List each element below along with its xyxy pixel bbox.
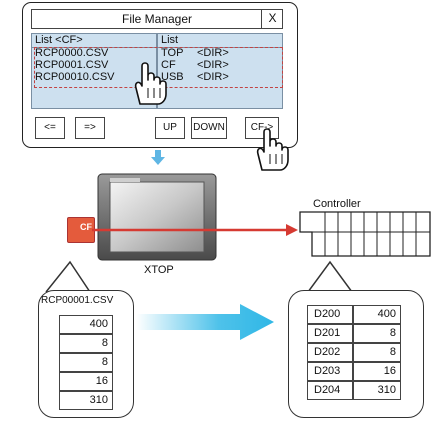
dir-tag: <DIR> [197, 47, 229, 59]
dir-tag: <DIR> [197, 71, 229, 83]
list-item[interactable]: RCP0001.CSV [35, 59, 109, 71]
register-value: 16 [353, 362, 401, 381]
xtop-device [97, 173, 217, 261]
copy-arrow [136, 304, 274, 340]
register-address: D200 [307, 305, 353, 324]
file-manager-window: File Manager X List <CF> RCP0000.CSV RCP… [22, 2, 298, 148]
register-address: D203 [307, 362, 353, 381]
down-arrow-icon [151, 150, 165, 165]
recipe-value-cell: 8 [59, 353, 113, 372]
list-item[interactable]: RCP00010.CSV [35, 71, 115, 83]
next-page-button[interactable]: => [75, 117, 105, 139]
controller-icon [299, 211, 431, 257]
directory-list: List TOP <DIR> CF <DIR> USB <DIR> [157, 33, 283, 109]
recipe-filename: RCP00001.CSV [41, 295, 114, 306]
list-item[interactable]: CF <DIR> [158, 60, 282, 72]
prev-page-button[interactable]: <= [35, 117, 65, 139]
register-address: D202 [307, 343, 353, 362]
xtop-label: XTOP [144, 264, 174, 276]
dir-name: TOP [161, 47, 184, 59]
register-address: D201 [307, 324, 353, 343]
dir-name: USB [161, 71, 184, 83]
controller-label: Controller [313, 198, 361, 210]
hand-pointer-icon [134, 62, 167, 105]
register-value: 310 [353, 381, 401, 400]
register-address: D204 [307, 381, 353, 400]
dir-tag: <DIR> [197, 59, 229, 71]
register-value: 8 [353, 343, 401, 362]
register-value: 400 [353, 305, 401, 324]
recipe-file-bubble: RCP00001.CSV 400 8 8 16 310 [38, 290, 134, 418]
directory-list-header: List [158, 34, 282, 48]
transfer-arrow [92, 224, 298, 236]
down-button[interactable]: DOWN [191, 117, 227, 139]
close-button[interactable]: X [261, 9, 283, 29]
file-manager-title: File Manager [31, 9, 283, 29]
cf-card-label: CF [80, 222, 92, 232]
recipe-value-cell: 400 [59, 315, 113, 334]
hand-pointer-icon [256, 128, 289, 171]
up-button[interactable]: UP [155, 117, 185, 139]
recipe-value-cell: 310 [59, 391, 113, 410]
callout-pointer [45, 260, 91, 292]
dir-name: CF [161, 59, 176, 71]
register-value: 8 [353, 324, 401, 343]
list-item[interactable]: RCP0000.CSV [35, 47, 109, 59]
file-list-header: List <CF> [32, 34, 156, 48]
recipe-value-cell: 8 [59, 334, 113, 353]
list-item[interactable]: USB <DIR> [158, 72, 282, 84]
list-item[interactable]: TOP <DIR> [158, 48, 282, 60]
recipe-value-cell: 16 [59, 372, 113, 391]
register-bubble: D200 400 D201 8 D202 8 D203 16 D204 310 [288, 290, 424, 418]
callout-pointer [307, 260, 353, 292]
cf-card: CF [67, 217, 95, 243]
